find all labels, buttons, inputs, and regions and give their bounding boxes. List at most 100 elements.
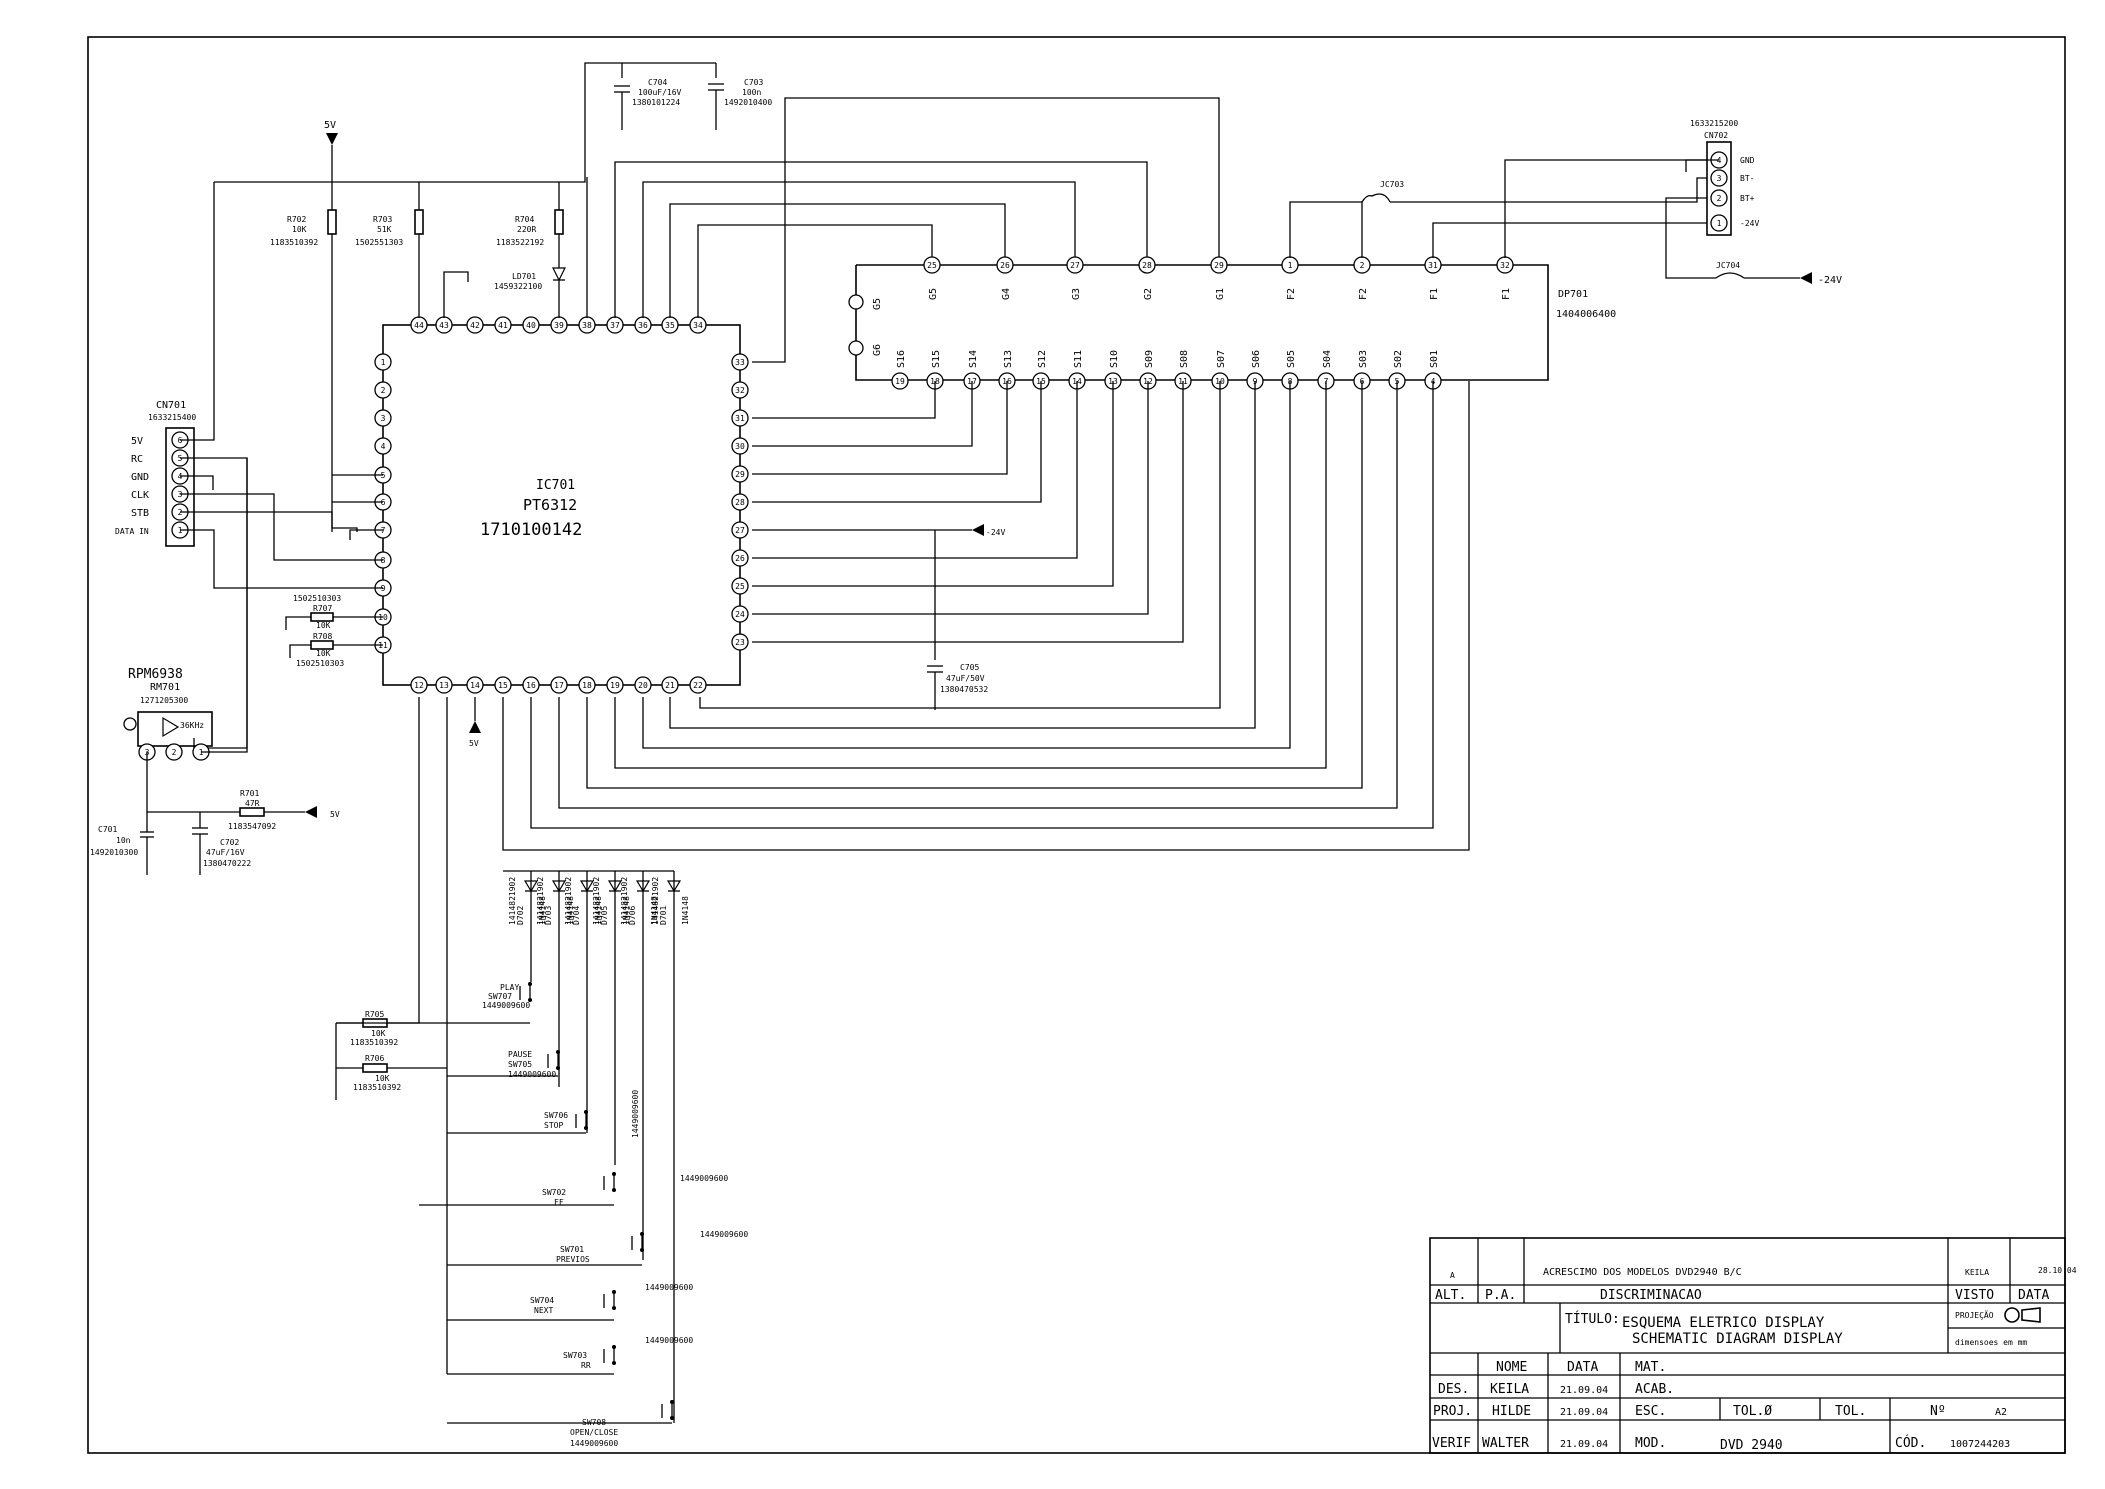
sw702-ref: SW702 xyxy=(542,1188,566,1197)
ic-pin-13-pad xyxy=(435,676,453,694)
ic-pin-34-number: 34 xyxy=(693,321,703,330)
r703-ref: R703 xyxy=(373,215,392,224)
projection-symbol xyxy=(2004,1307,2020,1323)
dp701-code: 1404006400 xyxy=(1556,309,1616,320)
vfd-seg-label-6: S10 xyxy=(1109,350,1120,368)
supply-5v-bottom-arrow xyxy=(469,721,481,733)
sw708-code: 1449009600 xyxy=(570,1439,618,1448)
ic-pin-37-number: 37 xyxy=(610,321,620,330)
diode-code-3: 1414821902 xyxy=(592,877,601,925)
ic-pin-41-number: 41 xyxy=(498,321,508,330)
vfd-pin-2-number: 2 xyxy=(1360,261,1365,270)
ic-pin-16-pad xyxy=(522,676,540,694)
vfd-label-6: F2 xyxy=(1358,288,1369,300)
sw705-code: 1449009600 xyxy=(508,1070,556,1079)
r701-code: 1183547092 xyxy=(228,822,276,831)
ic-pin-17-number: 17 xyxy=(554,681,564,690)
ic-pin-25-pad xyxy=(731,577,749,595)
c703-ref: C703 xyxy=(744,78,763,87)
model: DVD 2940 xyxy=(1720,1438,1783,1453)
c703-value: 100n xyxy=(742,88,761,97)
sw707-code: 1449009600 xyxy=(482,1001,530,1010)
ic-pin-9-number: 9 xyxy=(381,584,386,593)
ic-pin-1-number: 1 xyxy=(381,358,386,367)
r702-value: 10K xyxy=(292,225,307,234)
ic-pin-12-number: 12 xyxy=(414,681,424,690)
titulo-label: TÍTULO: xyxy=(1565,1311,1620,1327)
cn701-label-5: DATA IN xyxy=(115,527,149,536)
rev-date: 28.10.04 xyxy=(2038,1266,2077,1275)
ic-pin-30-number: 30 xyxy=(735,442,745,451)
col-data: DATA xyxy=(1567,1360,1598,1375)
r702-code: 1183510392 xyxy=(270,238,318,247)
diode-code-0: 1414821902 xyxy=(508,877,517,925)
col-nome: NOME xyxy=(1496,1360,1527,1375)
r706-code: 1183510392 xyxy=(353,1083,401,1092)
r703 xyxy=(414,209,424,235)
r705-code: 1183510392 xyxy=(350,1038,398,1047)
sw703-ref: SW703 xyxy=(563,1351,587,1360)
vfd-seg-label-14: S02 xyxy=(1393,350,1404,368)
diode-ref-3: D705 xyxy=(600,906,609,925)
sw706-ref: SW706 xyxy=(544,1111,568,1120)
dims: dimensoes em mm xyxy=(1955,1338,2027,1347)
ic-pin-42-number: 42 xyxy=(470,321,480,330)
r708 xyxy=(310,640,334,650)
ic-pin-21-number: 21 xyxy=(665,681,675,690)
r707-value: 10K xyxy=(316,621,331,630)
vfd-seg-label-4: S12 xyxy=(1037,350,1048,368)
ic-pin-33-pad xyxy=(731,353,749,371)
cn702-code: 1633215200 xyxy=(1690,119,1738,128)
neg24v-right-label: -24V xyxy=(1818,275,1842,286)
ic-pin-35-number: 35 xyxy=(665,321,675,330)
r704-value: 220R xyxy=(517,225,536,234)
vfd-seg-label-15: S01 xyxy=(1429,350,1440,368)
c704-code: 1380101224 xyxy=(632,98,680,107)
ic701-code: 1710100142 xyxy=(480,520,582,540)
neg24v-right-arrow xyxy=(1800,272,1812,284)
ic-pin-42-pad xyxy=(466,316,484,334)
c705-code: 1380470532 xyxy=(940,685,988,694)
cod-label: CÓD. xyxy=(1895,1435,1926,1451)
proj-date: 21.09.04 xyxy=(1560,1407,1608,1418)
ic-pin-13-number: 13 xyxy=(439,681,449,690)
cn701-label-4: STB xyxy=(131,508,149,519)
cn701-label-3: CLK xyxy=(131,490,149,501)
diode-ref-1: D703 xyxy=(544,906,553,925)
ic-pin-24-number: 24 xyxy=(735,610,745,619)
cn701-code: 1633215400 xyxy=(148,413,196,422)
ic-pin-32-pad xyxy=(731,381,749,399)
title-line-1: ESQUEMA ELETRICO DISPLAY xyxy=(1622,1315,1825,1331)
ic-pin-27-number: 27 xyxy=(735,526,745,535)
supply-5v-top-label: 5V xyxy=(324,120,336,131)
vfd-label-1: G4 xyxy=(1001,288,1012,300)
proj-name: HILDE xyxy=(1492,1404,1531,1419)
ic-pin-29-number: 29 xyxy=(735,470,745,479)
ic-pin-19-number: 19 xyxy=(610,681,620,690)
row-mod: MOD. xyxy=(1635,1436,1666,1451)
ic-pin-15-number: 15 xyxy=(498,681,508,690)
ic-pin-31-pad xyxy=(731,409,749,427)
vfd-pin-31-number: 31 xyxy=(1428,261,1438,270)
ic-pin-6-number: 6 xyxy=(381,498,386,507)
ic-pin-2-number: 2 xyxy=(381,386,386,395)
cn702-pin-3-pad xyxy=(1710,169,1728,187)
ic-pin-21-pad xyxy=(661,676,679,694)
r704-ref: R704 xyxy=(515,215,534,224)
row-acab: ACAB. xyxy=(1635,1382,1674,1397)
c704-ref: C704 xyxy=(648,78,667,87)
sw705-ref: SW705 xyxy=(508,1060,532,1069)
vfd-seg-label-1: S15 xyxy=(931,350,942,368)
r702-ref: R702 xyxy=(287,215,306,224)
r703-code: 1502551303 xyxy=(355,238,403,247)
r706-value: 10K xyxy=(375,1074,390,1083)
cn702-pin-3-number: 3 xyxy=(1717,174,1722,183)
r708-code: 1502510303 xyxy=(296,659,344,668)
supply-5v-top-arrow xyxy=(326,133,338,145)
vfd-seg-label-5: S11 xyxy=(1073,350,1084,368)
vfd-seg-label-3: S13 xyxy=(1003,350,1014,368)
